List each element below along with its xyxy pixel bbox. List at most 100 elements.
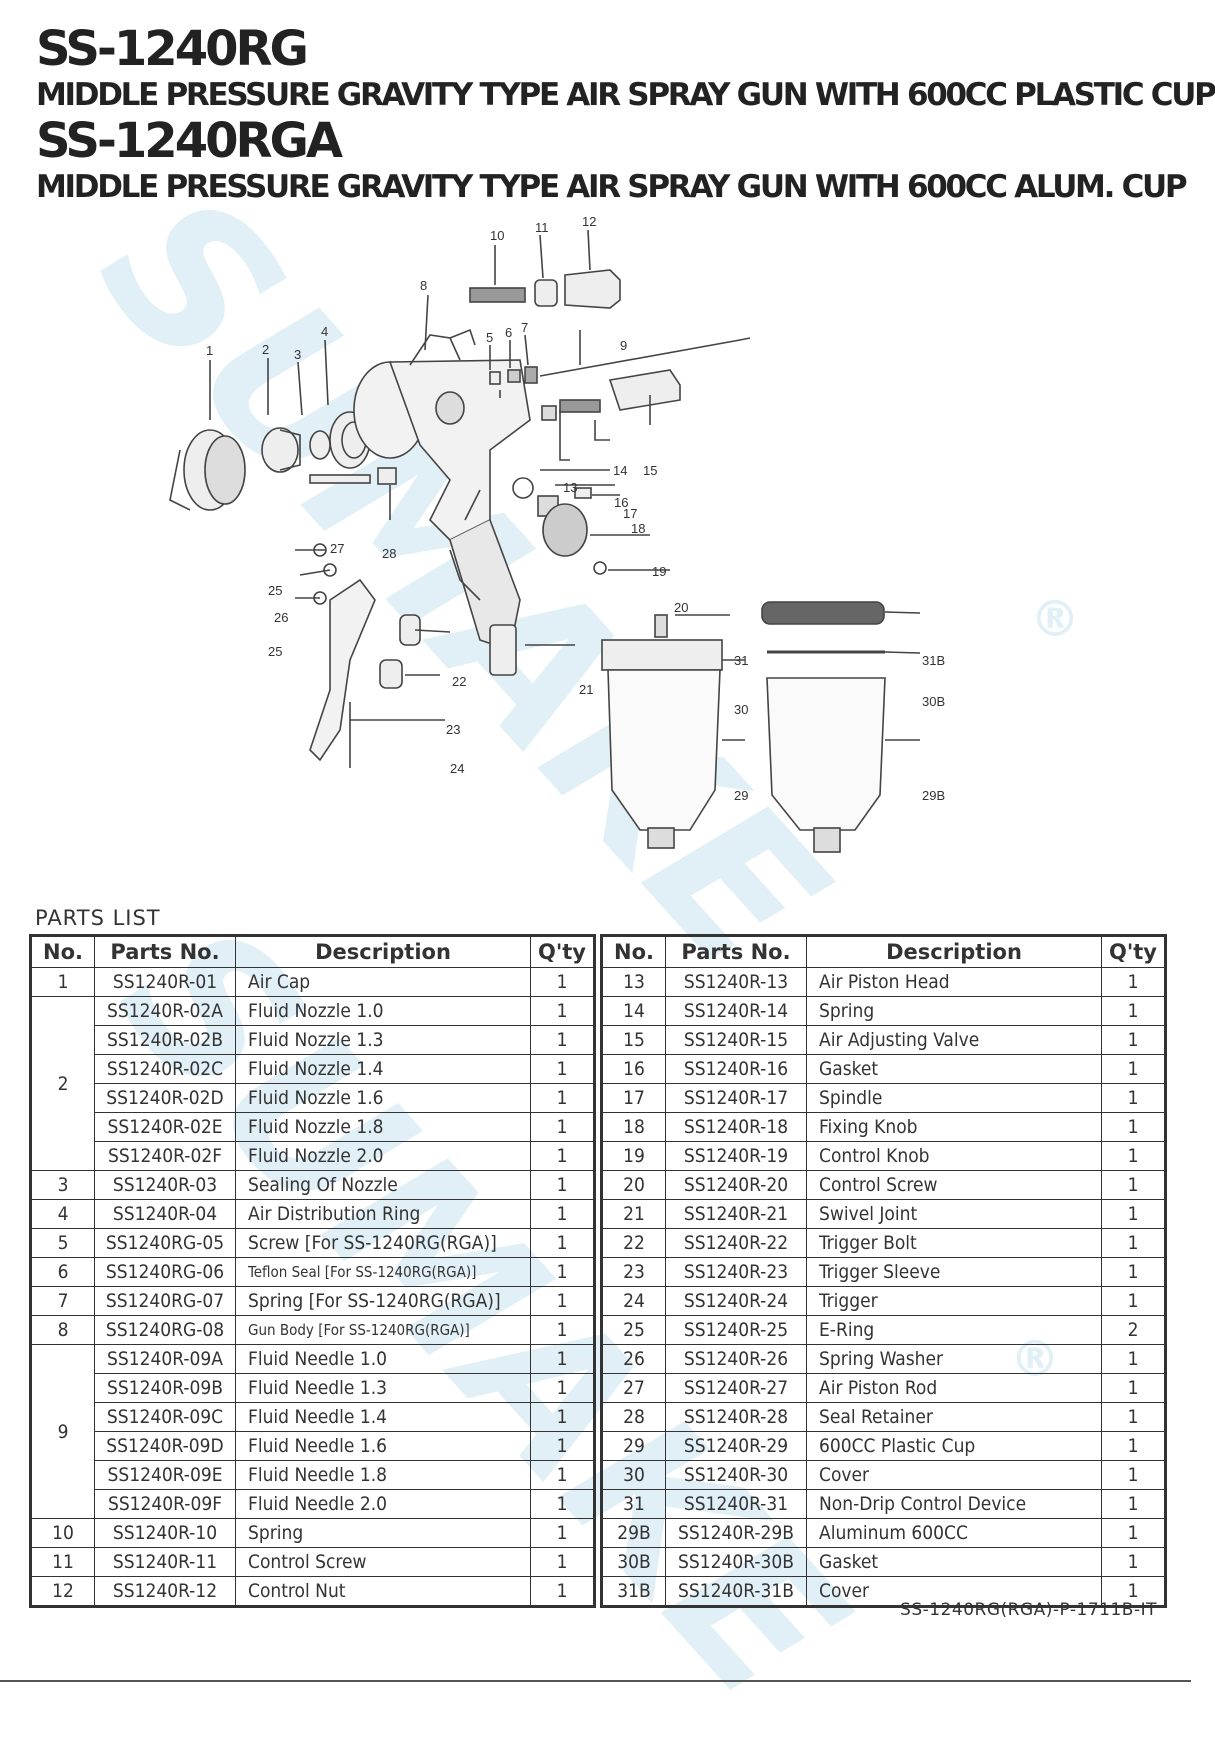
cell-qty: 1 (1101, 1518, 1166, 1548)
cell-no: 3 (30, 1170, 95, 1200)
gun-body-drawing (353, 328, 531, 652)
cell-description: Fluid Needle 1.0 (235, 1344, 531, 1374)
cell-no: 9 (30, 1344, 95, 1519)
label-25: 25 (268, 583, 282, 598)
label-31: 31 (734, 653, 748, 668)
cell-description: Fluid Needle 2.0 (235, 1489, 531, 1519)
trigger-sleeve-drawing (379, 659, 403, 689)
cell-description: Air Adjusting Valve (806, 1025, 1102, 1055)
cell-description: Air Cap (235, 967, 531, 997)
cell-no: 1 (30, 967, 95, 997)
label-10: 10 (490, 228, 504, 243)
cell-no: 21 (601, 1199, 666, 1229)
label-21: 21 (579, 682, 593, 697)
cell-qty: 1 (530, 1489, 595, 1519)
cell-parts-no: SS1240RG-06 (94, 1257, 236, 1287)
footer-rule (0, 1680, 1191, 1682)
cell-parts-no: SS1240R-02C (94, 1054, 236, 1084)
label-27: 27 (330, 541, 344, 556)
cell-qty: 1 (530, 1460, 595, 1490)
cell-parts-no: SS1240R-26 (665, 1344, 807, 1374)
cell-description: 600CC Plastic Cup (806, 1431, 1102, 1461)
label-1: 1 (206, 343, 213, 358)
cell-parts-no: SS1240R-25 (665, 1315, 807, 1345)
air-piston-head-drawing (541, 405, 557, 421)
cell-no: 31 (601, 1489, 666, 1519)
trigger-drawing (309, 578, 376, 762)
spring-washer-drawing (323, 563, 337, 577)
control-knob-drawing (542, 503, 588, 557)
cell-description: Fixing Knob (806, 1112, 1102, 1142)
cell-qty: 1 (530, 1025, 595, 1055)
cell-qty: 1 (530, 1112, 595, 1142)
cell-parts-no: SS1240R-09E (94, 1460, 236, 1490)
col-qty: Q'ty (530, 935, 595, 968)
cell-description: Aluminum 600CC (806, 1518, 1102, 1548)
label-17: 17 (623, 506, 637, 521)
cell-qty: 1 (1101, 1489, 1166, 1519)
air-adjusting-valve-drawing (608, 369, 681, 411)
cell-description: E-Ring (806, 1315, 1102, 1345)
cell-qty: 1 (530, 1054, 595, 1084)
cell-description: Gun Body [For SS-1240RG(RGA)] (235, 1315, 531, 1345)
cell-description: Spring [For SS-1240RG(RGA)] (235, 1286, 531, 1316)
cell-description: Seal Retainer (806, 1402, 1102, 1432)
screw-drawing (489, 371, 501, 385)
cell-qty: 1 (530, 1141, 595, 1171)
cell-description: Control Knob (806, 1141, 1102, 1171)
cell-no: 12 (30, 1576, 95, 1607)
cell-qty: 1 (1101, 1344, 1166, 1374)
cell-no: 29B (601, 1518, 666, 1548)
cell-parts-no: SS1240R-15 (665, 1025, 807, 1055)
cell-description: Gasket (806, 1547, 1102, 1577)
subtitle-plastic-cup: MIDDLE PRESSURE GRAVITY TYPE AIR SPRAY G… (36, 77, 1215, 113)
cell-no: 14 (601, 996, 666, 1026)
cell-description: Fluid Nozzle 2.0 (235, 1141, 531, 1171)
label-29b: 29B (922, 788, 945, 803)
cell-parts-no: SS1240R-12 (94, 1576, 236, 1607)
cell-no: 15 (601, 1025, 666, 1055)
col-description: Description (235, 935, 531, 968)
cell-qty: 1 (530, 1228, 595, 1258)
cell-parts-no: SS1240R-09B (94, 1373, 236, 1403)
model-title-rg: SS-1240RG (36, 21, 309, 77)
col-parts-no: Parts No. (665, 935, 807, 968)
cell-parts-no: SS1240R-30B (665, 1547, 807, 1577)
label-23: 23 (446, 722, 460, 737)
cell-qty: 1 (530, 1402, 595, 1432)
cell-description: Air Piston Head (806, 967, 1102, 997)
label-26: 26 (274, 610, 288, 625)
cell-description: Control Screw (235, 1547, 531, 1577)
cell-qty: 1 (1101, 1547, 1166, 1577)
cell-description: Fluid Nozzle 1.8 (235, 1112, 531, 1142)
cell-qty: 1 (1101, 1402, 1166, 1432)
cell-description: Fluid Needle 1.8 (235, 1460, 531, 1490)
cell-parts-no: SS1240R-20 (665, 1170, 807, 1200)
cell-description: Control Nut (235, 1576, 531, 1607)
cell-no: 18 (601, 1112, 666, 1142)
cell-no: 27 (601, 1373, 666, 1403)
cell-no: 16 (601, 1054, 666, 1084)
label-4: 4 (321, 324, 328, 339)
gasket-drawing (512, 477, 534, 499)
cell-description: Air Distribution Ring (235, 1199, 531, 1229)
cell-no: 22 (601, 1228, 666, 1258)
cell-parts-no: SS1240R-24 (665, 1286, 807, 1316)
col-no: No. (30, 935, 95, 968)
col-parts-no: Parts No. (94, 935, 236, 968)
